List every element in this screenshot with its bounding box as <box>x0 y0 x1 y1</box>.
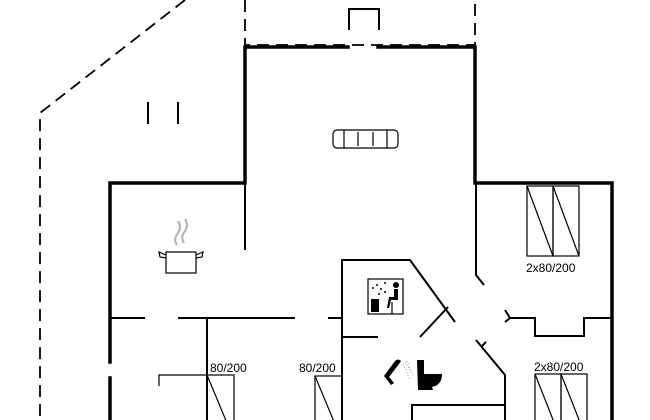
sauna-icon <box>367 278 404 315</box>
chimney <box>348 8 380 30</box>
terrace-posts <box>147 102 179 124</box>
bed-label-south: 80/200 <box>299 361 336 375</box>
cooking-pot-icon <box>158 218 204 274</box>
roof-outline <box>39 0 476 420</box>
shower-icon <box>384 359 415 385</box>
bed-label-southwest: 80/200 <box>210 361 247 375</box>
interior-walls <box>110 183 612 420</box>
bed-label-east: 2x80/200 <box>534 360 584 374</box>
sofa-icon <box>332 129 399 149</box>
toilet-icon <box>417 360 442 390</box>
bed-label-northeast: 2x80/200 <box>526 261 576 275</box>
bed-icon <box>158 185 588 420</box>
